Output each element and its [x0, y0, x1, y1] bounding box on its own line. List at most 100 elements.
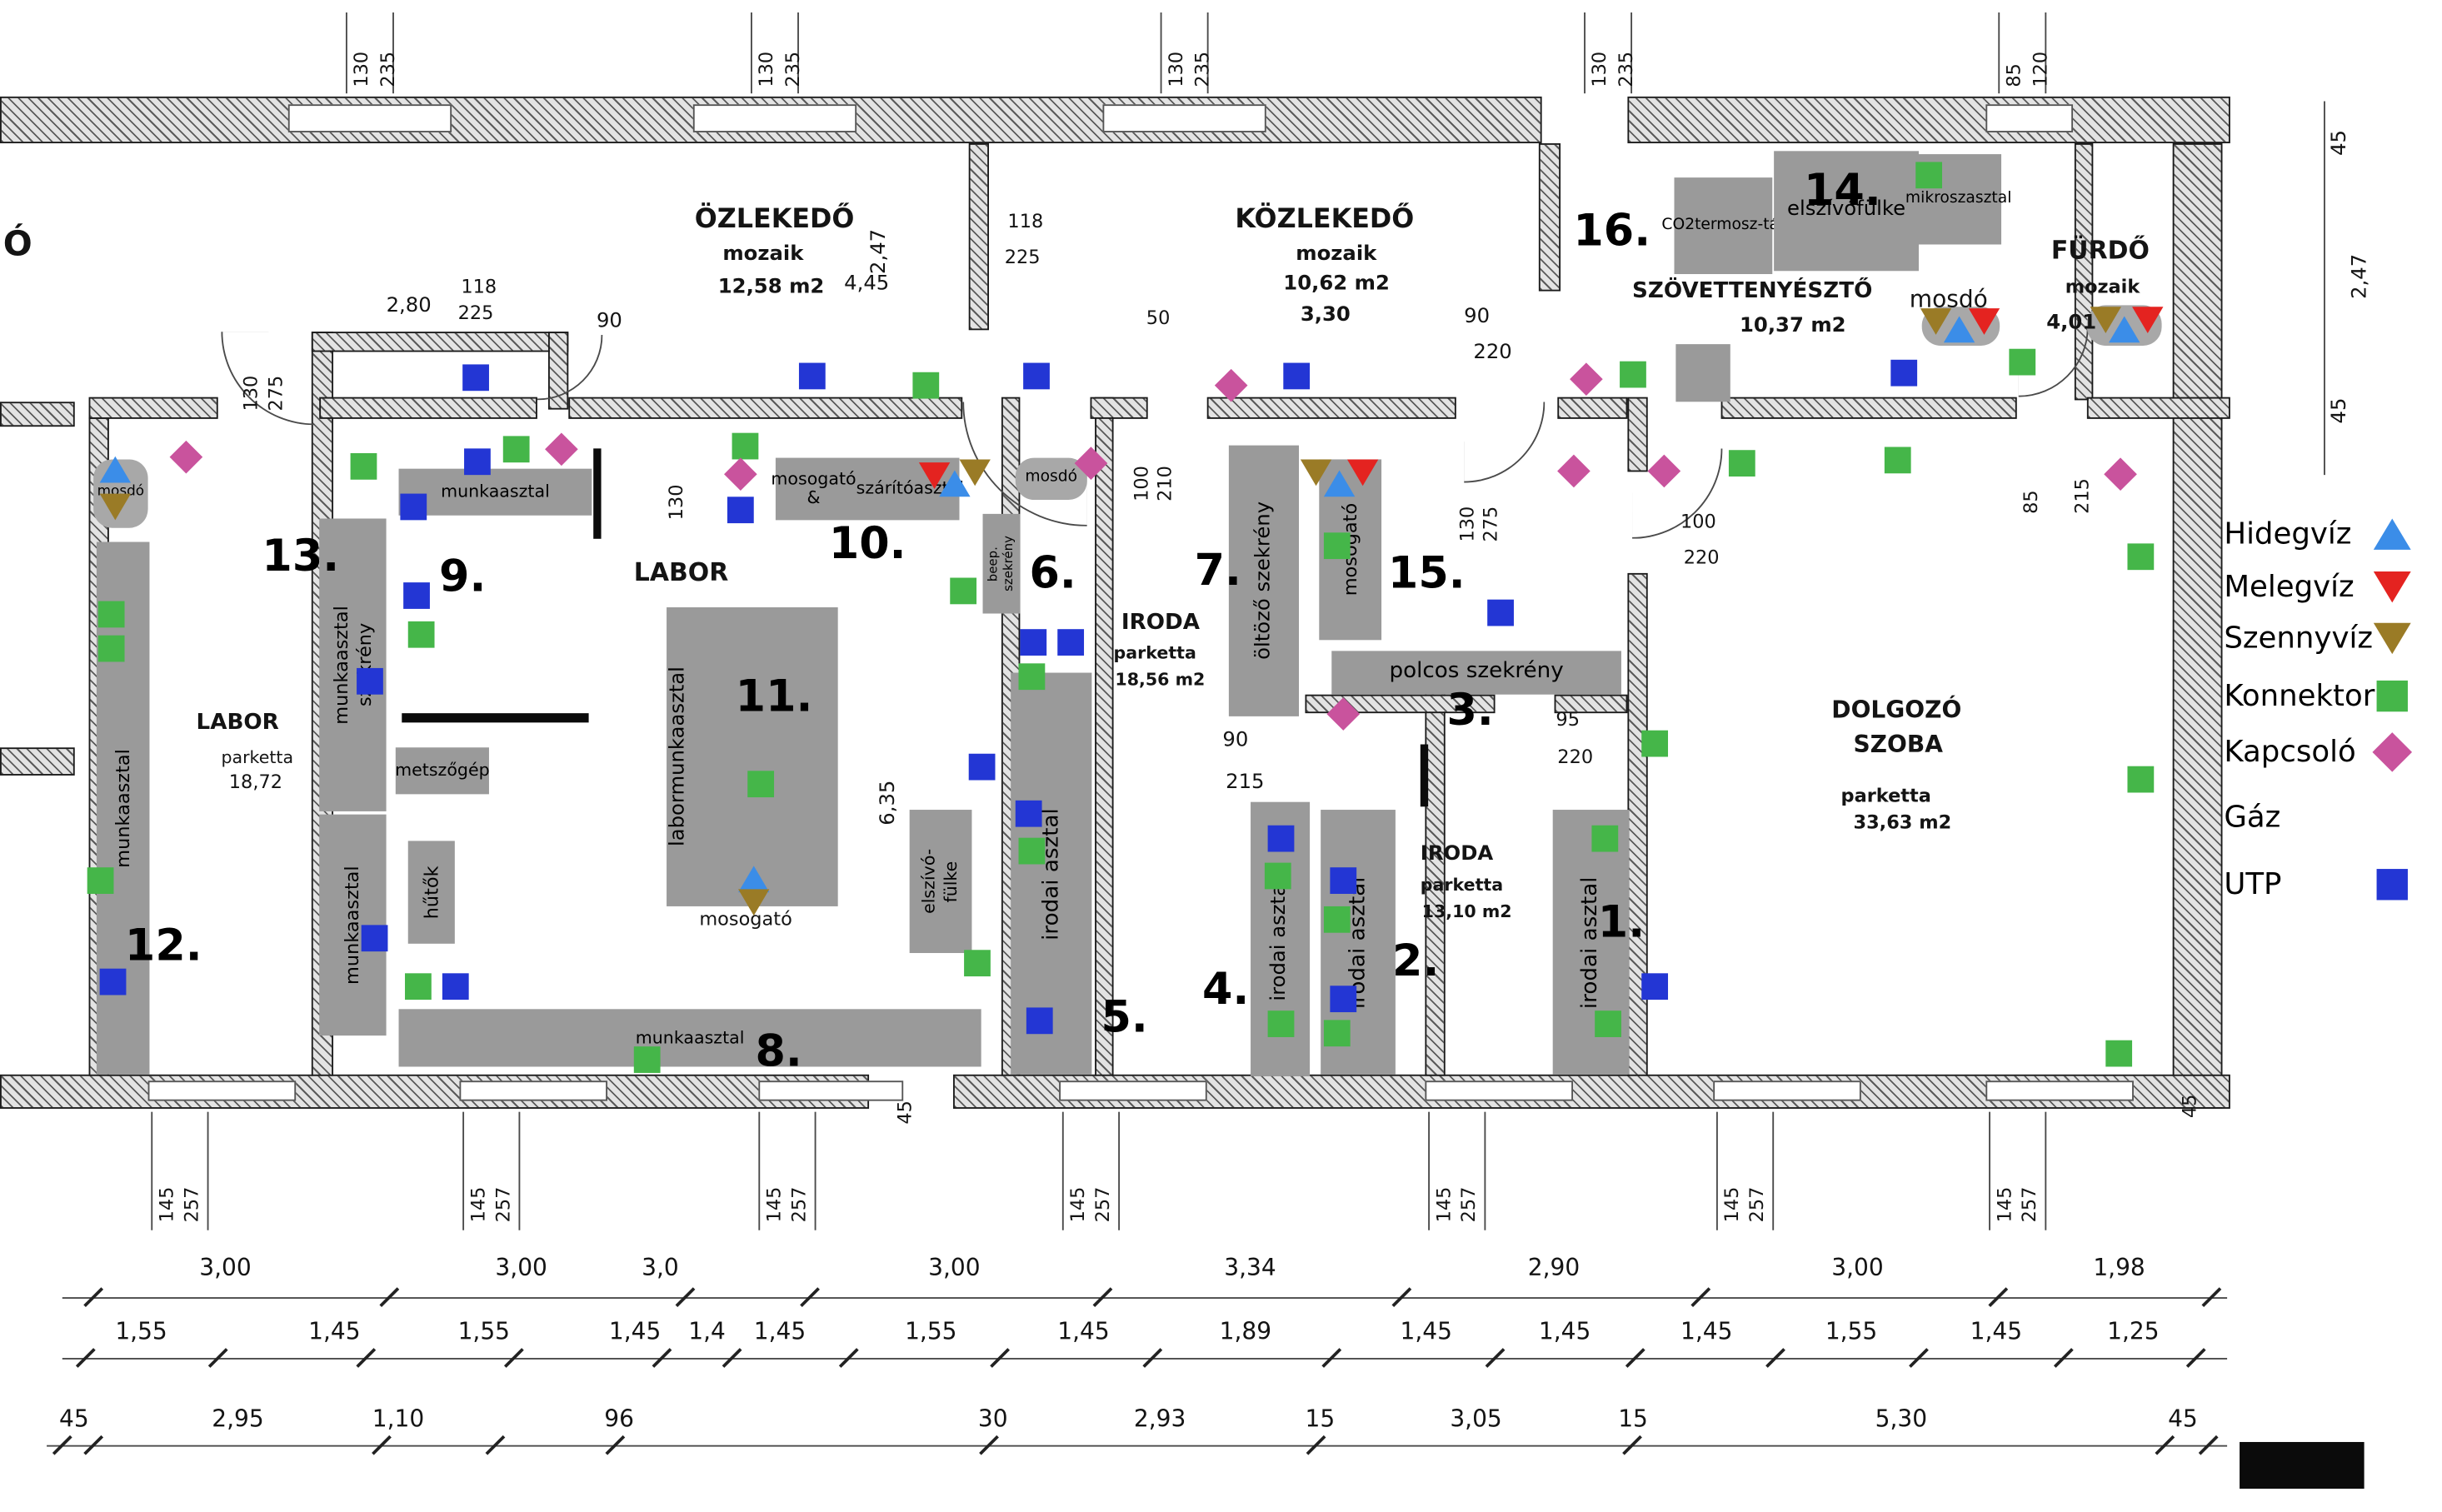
dimension-label: 100 [1680, 511, 1716, 533]
dimension-label-rotated: 145 [1720, 1186, 1743, 1223]
dimension-label-rotated: 275 [264, 375, 287, 412]
dimension-label-rotated: 130 [1588, 51, 1611, 87]
dimension-label: 2,90 [1527, 1253, 1581, 1282]
furniture-lt-z-szekr-ny: öltöző szekrény [1228, 445, 1299, 716]
wall-mark [593, 448, 602, 539]
dimension-label: 1,45 [1970, 1317, 2023, 1346]
dimension-label-rotated: 275 [1479, 506, 1502, 542]
utp-icon [1329, 866, 1356, 894]
utp-icon [1329, 985, 1356, 1012]
position-number: 9. [439, 550, 487, 602]
dimension-line [1206, 12, 1209, 94]
dimension-label-rotated: 120 [2029, 51, 2051, 87]
wall-mark [402, 713, 589, 723]
dimension-line [1630, 12, 1633, 94]
room-label-10-37-m2: 10,37 m2 [1740, 314, 1846, 338]
furniture-polcos-szekr-ny: polcos szekrény [1331, 651, 1621, 695]
dimension-label-rotated: 145 [1066, 1186, 1089, 1223]
wall-segment [568, 397, 963, 419]
window-opening [758, 1080, 904, 1101]
dimension-label: 90 [1222, 728, 1249, 752]
dimension-label-rotated: 130 [350, 51, 372, 87]
konnektor-icon [1619, 360, 1645, 387]
wall-mark [1420, 744, 1429, 807]
legend-label-konnektor: Konnektor [2224, 679, 2375, 714]
utp-icon [967, 752, 995, 780]
room-label-zleked: ÖZLEKEDŐ [694, 203, 855, 236]
position-number: 4. [1201, 963, 1250, 1015]
door-arc [537, 334, 603, 401]
wall-segment [0, 96, 1542, 143]
utp-icon [1282, 362, 1310, 389]
dimension-label-rotated: 130 [755, 51, 777, 87]
konnektor-icon [1322, 905, 1350, 932]
legend-hidegviz-icon [2373, 518, 2411, 550]
szennyviz-icon [738, 888, 770, 916]
dimension-label: 1,45 [753, 1317, 807, 1346]
dimension-label: 225 [1004, 246, 1041, 268]
dimension-label: 1,55 [1825, 1317, 1878, 1346]
dimension-label: 90 [1464, 305, 1491, 329]
dimension-label: 1,45 [308, 1317, 361, 1346]
kapcsolo-icon [1556, 453, 1590, 487]
utp-icon [1266, 824, 1294, 851]
room-label-mozaik: mozaik [1296, 242, 1377, 267]
room-label-parketta: parketta [1113, 643, 1196, 664]
door-arc [1464, 402, 1546, 483]
furniture-metsz-g-p: metszőgép [395, 747, 490, 795]
furniture-elsz-v: elszívó-fülke [909, 810, 972, 954]
konnektor-icon [2126, 765, 2154, 792]
dimension-label-rotated: 85 [2002, 63, 2025, 87]
dimension-label-rotated: 257 [1457, 1186, 1480, 1223]
furniture-label: irodai asztal [1267, 877, 1291, 1001]
utp-icon [1022, 362, 1049, 389]
dimension-line [814, 1111, 816, 1230]
room-label-sz-vetteny-szt: SZÖVETTENYÉSZTŐ [1632, 278, 1873, 304]
konnektor-icon [1883, 446, 1910, 473]
wall-segment [88, 397, 218, 419]
dimension-label-rotated: 45 [2179, 1094, 2201, 1119]
konnektor-icon [1915, 161, 1942, 188]
window-opening [147, 1080, 297, 1101]
dimension-label: 3,34 [1224, 1253, 1276, 1282]
dimension-label: 3,00 [1831, 1253, 1884, 1282]
position-number: 10. [828, 517, 906, 570]
dimension-label: 15 [1305, 1405, 1336, 1433]
kapcsolo-icon [168, 439, 202, 473]
konnektor-icon [747, 770, 774, 797]
room-label-dolgoz: DOLGOZÓ [1831, 696, 1962, 725]
dimension-line [47, 1445, 2228, 1447]
kapcsolo-icon [1213, 367, 1247, 402]
dimension-label-rotated: 145 [155, 1186, 178, 1223]
konnektor-icon [1266, 1010, 1294, 1037]
room-label-block: Ó [2, 226, 32, 265]
furniture-label: elszívófülke [1787, 198, 1906, 222]
room-label-labor: LABOR [633, 557, 729, 587]
wall-segment [1206, 397, 1456, 419]
konnektor-icon [404, 972, 431, 1000]
furniture-label: hűtők [420, 866, 442, 920]
furniture-label: metszőgép [395, 760, 490, 781]
dimension-line [1428, 1111, 1431, 1230]
dimension-label: 215 [1226, 771, 1265, 795]
position-number: 13. [262, 530, 340, 582]
konnektor-icon [963, 949, 990, 976]
window-opening [1985, 104, 2074, 132]
dimension-label-rotated: 257 [180, 1186, 203, 1223]
konnektor-icon [2105, 1039, 2132, 1066]
dimension-label: 3,00 [928, 1253, 981, 1282]
room-label-mosd: mosdó [1909, 285, 1988, 313]
konnektor-icon [2008, 347, 2035, 375]
legend-konnektor-icon [2376, 680, 2409, 712]
window-opening [1102, 104, 1266, 132]
wall-segment [1557, 397, 1628, 419]
legend-label-kapcsol: Kapcsoló [2224, 735, 2356, 770]
furniture-label: öltöző szekrény [1251, 502, 1276, 661]
room-label-labor: LABOR [196, 710, 279, 736]
dimension-label: 220 [1683, 546, 1720, 569]
furniture-label: asztal [1965, 189, 2012, 207]
konnektor-icon [1322, 531, 1350, 559]
dimension-label-rotated: 45 [2328, 129, 2352, 156]
